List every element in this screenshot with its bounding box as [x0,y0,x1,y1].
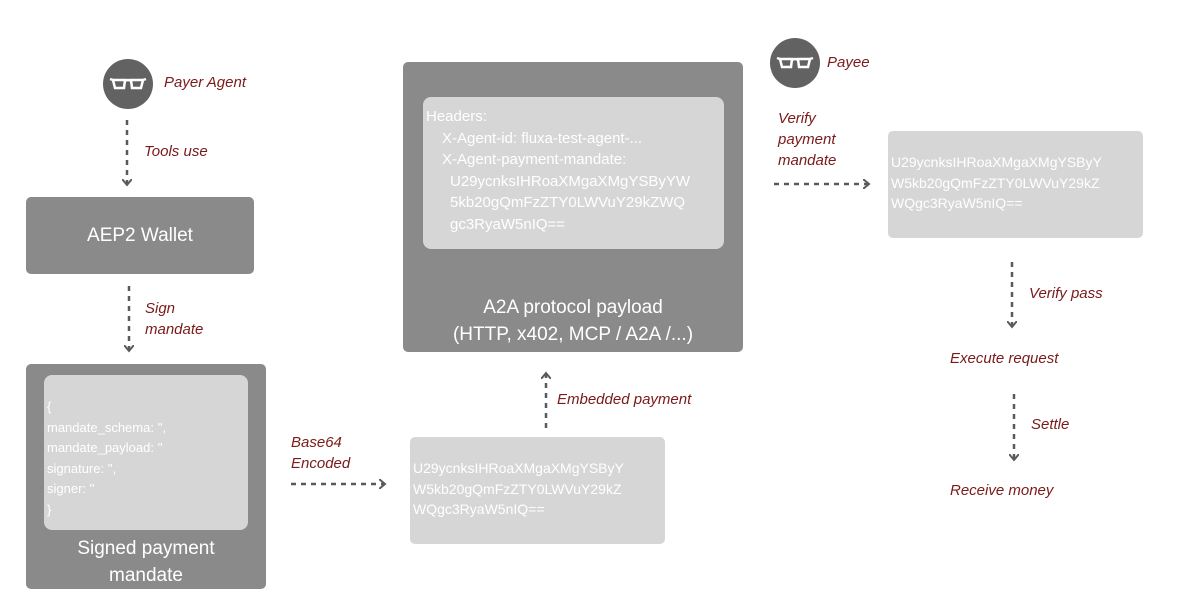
code-line: { [47,399,52,414]
payee-mandate-line: WQgc3RyaW5nIQ== [891,195,1023,211]
signed-mandate-title: Signed payment mandate [26,535,266,589]
code-line: mandate_schema: '', [47,419,167,435]
encoded-line: WQgc3RyaW5nIQ== [413,501,545,517]
base64-line-2: Encoded [291,455,351,472]
payee-mandate-line: U29ycnksIHRoaXMgaXMgYSByY [891,154,1102,170]
receive-money-label: Receive money [950,482,1054,499]
payee-mandate-box: U29ycnksIHRoaXMgaXMgYSByY W5kb20gQmFzZTY… [888,131,1143,238]
a2a-payload-box: Headers: X-Agent-id: fluxa-test-agent-..… [403,62,743,352]
base64-encoded-label: Base64 Encoded [291,432,350,474]
glasses-icon [109,77,147,90]
payee-label: Payee [827,54,870,71]
encoded-line: W5kb20gQmFzZTY0LWVuY29kZ [413,480,622,497]
aep2-wallet-label: AEP2 Wallet [87,224,193,246]
signed-mandate-box: { mandate_schema: '', mandate_payload: '… [26,364,266,589]
payee-mandate-line: W5kb20gQmFzZTY0LWVuY29kZ [891,174,1100,191]
verify-line-1: Verify [778,110,816,127]
a2a-title-line-2: (HTTP, x402, MCP / A2A /...) [452,324,694,345]
a2a-headers-box: Headers: X-Agent-id: fluxa-test-agent-..… [423,97,724,249]
headers-line: X-Agent-payment-mandate: [442,151,627,168]
a2a-title-line-1: A2A protocol payload [483,297,663,318]
signed-mandate-code: { mandate_schema: '', mandate_payload: '… [44,375,248,530]
verify-line-3: mandate [778,152,837,169]
execute-request-label: Execute request [950,350,1059,367]
headers-line: X-Agent-id: fluxa-test-agent-... [442,129,643,147]
headers-line: Headers: [426,108,487,125]
encoded-line: U29ycnksIHRoaXMgaXMgYSByY [413,460,624,476]
verify-pass-label: Verify pass [1029,285,1103,302]
sign-mandate-line-1: Sign [145,300,176,317]
headers-line: U29ycnksIHRoaXMgaXMgYSByYW [450,172,691,190]
payee-avatar [770,38,820,88]
code-line: signer: '' [47,481,95,496]
settle-label: Settle [1031,416,1070,433]
glasses-icon [776,56,814,69]
payer-avatar [103,59,153,109]
sign-mandate-label: Sign mandate [145,298,203,340]
verify-payment-mandate-label: Verify payment mandate [778,108,836,171]
aep2-wallet-box: AEP2 Wallet [26,197,254,274]
tools-use-label: Tools use [144,143,208,160]
base64-line-1: Base64 [291,434,342,451]
verify-line-2: payment [778,131,836,148]
embedded-payment-label: Embedded payment [557,391,692,408]
encoded-value-box: U29ycnksIHRoaXMgaXMgYSByY W5kb20gQmFzZTY… [410,437,665,544]
signed-mandate-title-line-2: mandate [109,565,183,586]
headers-line: gc3RyaW5nIQ== [450,215,566,233]
code-line: signature: '', [47,460,117,476]
a2a-title: A2A protocol payload (HTTP, x402, MCP / … [403,294,743,348]
code-line: } [47,501,52,517]
signed-mandate-title-line-1: Signed payment [77,538,215,559]
headers-line: 5kb20gQmFzZTY0LWVuY29kZWQ [450,194,686,211]
payer-agent-label: Payer Agent [164,74,246,91]
code-line: mandate_payload: '' [47,440,163,455]
sign-mandate-line-2: mandate [145,321,204,338]
